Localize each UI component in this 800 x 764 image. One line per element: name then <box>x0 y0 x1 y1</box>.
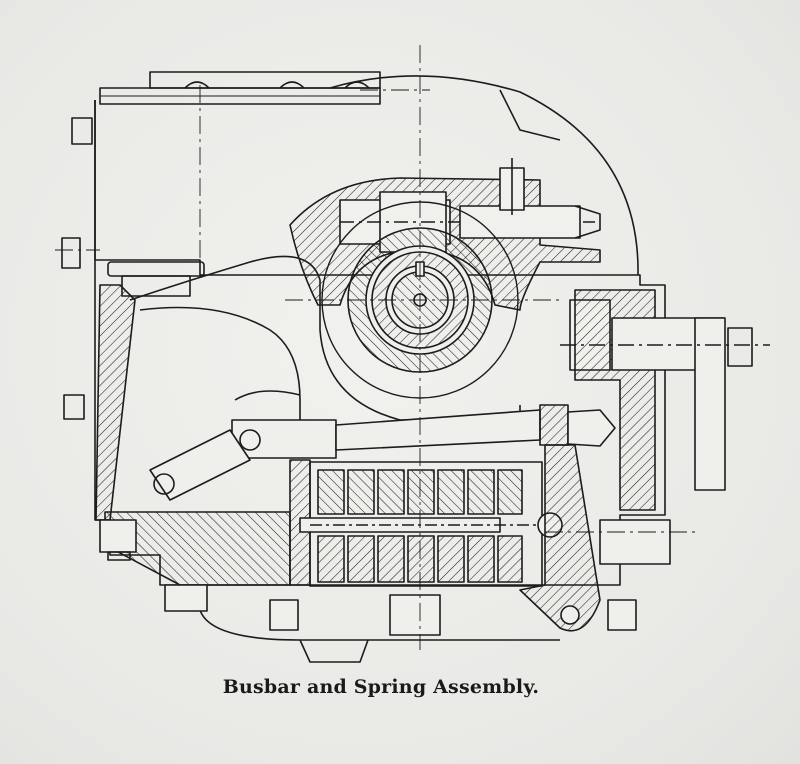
figure-caption: Busbar and Spring Assembly. <box>222 676 540 698</box>
crank-arm <box>519 444 601 632</box>
bolt-head <box>71 117 93 145</box>
center-lines <box>55 45 700 650</box>
top-cover-plate <box>99 71 381 105</box>
dome-housing <box>329 75 639 276</box>
operating-lever <box>560 289 770 511</box>
casing-wall-section <box>95 284 136 521</box>
spring-coils <box>317 469 523 583</box>
spring-chamber <box>289 459 563 587</box>
tie-rod <box>149 404 616 501</box>
